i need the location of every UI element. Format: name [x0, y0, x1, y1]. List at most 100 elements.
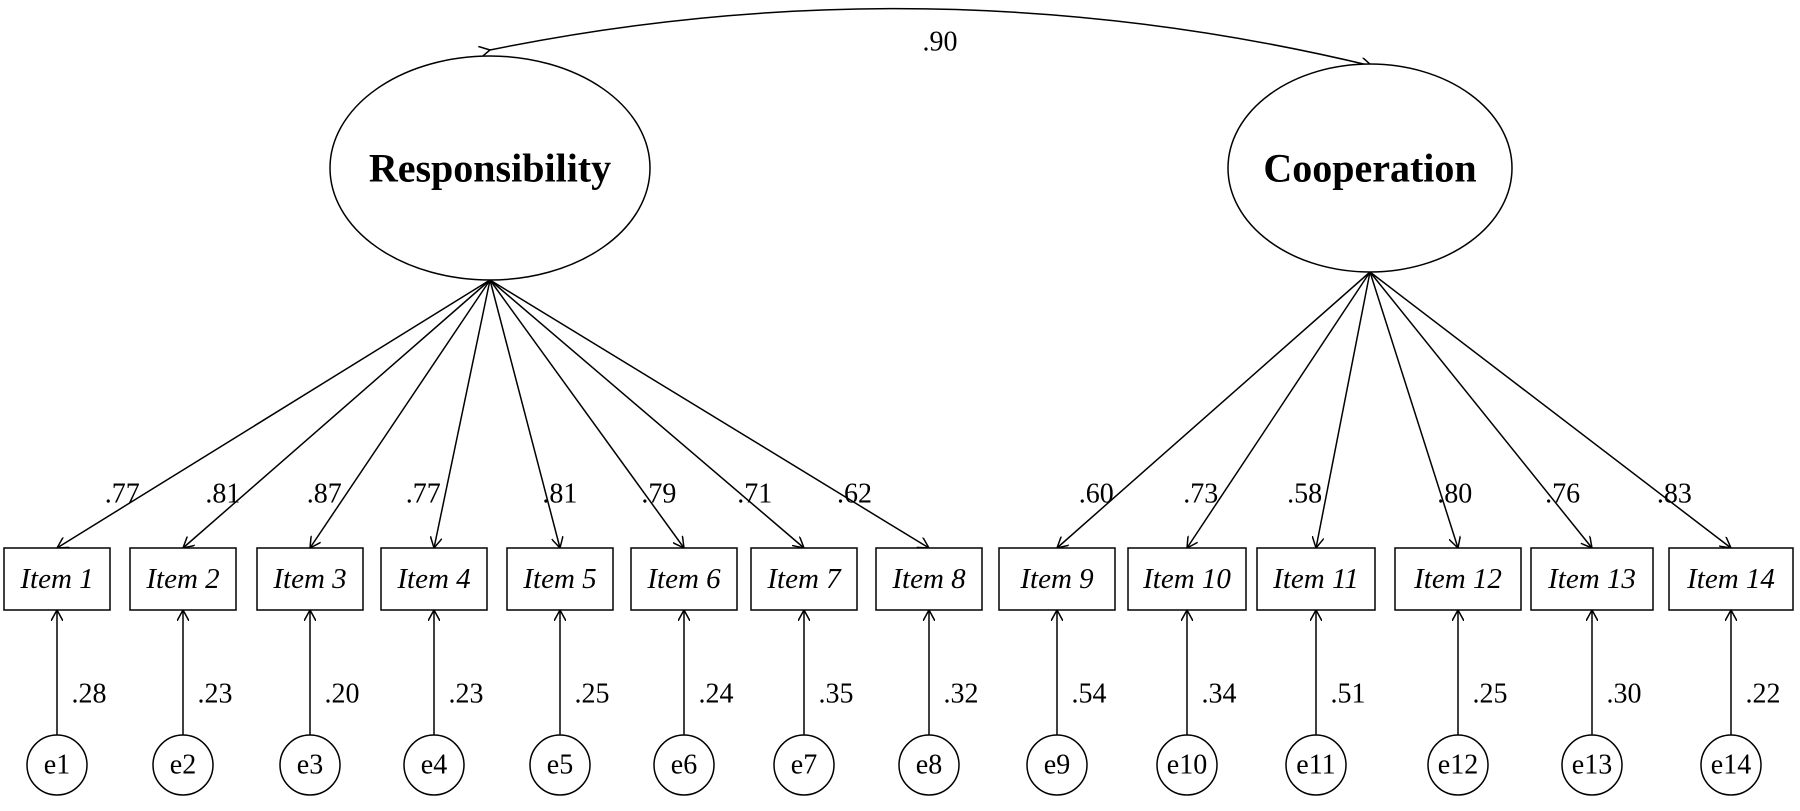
item-5-label: Item 5: [522, 563, 596, 595]
factor-correlation-value: .90: [923, 27, 958, 58]
error-6-circle: [653, 734, 715, 796]
error-8-label: e8: [916, 750, 942, 781]
error-3-circle: [279, 734, 341, 796]
loading-arrow-item-10: [1187, 271, 1371, 548]
factor-correlation-arrow: [490, 7, 1372, 66]
residual-value-item-8: .32: [944, 679, 979, 710]
error-14-label: e14: [1711, 750, 1751, 781]
error-1-circle: [26, 734, 88, 796]
error-8-circle: [898, 734, 960, 796]
error-2-label: e2: [170, 750, 196, 781]
loading-arrow-item-12: [1369, 271, 1458, 548]
item-14-box: [1668, 547, 1794, 611]
error-13-circle: [1561, 734, 1623, 796]
error-10-circle: [1156, 734, 1218, 796]
item-4-box: [380, 547, 488, 611]
loading-arrow-item-11: [1316, 271, 1371, 548]
loading-value-item-3: .87: [307, 479, 342, 510]
residual-value-item-3: .20: [325, 679, 360, 710]
item-7-box: [750, 547, 858, 611]
item-13-box: [1530, 547, 1654, 611]
residual-value-item-11: .51: [1331, 679, 1366, 710]
item-11-box: [1256, 547, 1376, 611]
item-9-box: [998, 547, 1116, 611]
loading-arrow-item-7: [489, 279, 804, 548]
loading-arrow-item-4: [434, 279, 491, 548]
item-3-label: Item 3: [272, 563, 346, 595]
item-11-label: Item 11: [1272, 563, 1359, 595]
item-1-box: [3, 547, 111, 611]
error-13-label: e13: [1572, 750, 1612, 781]
error-7-label: e7: [791, 750, 817, 781]
residual-value-item-7: .35: [819, 679, 854, 710]
item-4-label: Item 4: [396, 563, 470, 595]
residual-value-item-13: .30: [1607, 679, 1642, 710]
loading-arrow-item-3: [310, 279, 491, 548]
error-4-circle: [403, 734, 465, 796]
loading-value-item-8: .62: [837, 479, 872, 510]
error-5-label: e5: [547, 750, 573, 781]
error-11-circle: [1285, 734, 1347, 796]
factor-responsibility-ellipse: [329, 55, 651, 281]
loading-value-item-1: .77: [105, 479, 140, 510]
loading-value-item-14: .83: [1657, 479, 1692, 510]
loading-arrow-item-2: [183, 279, 491, 548]
loading-value-item-12: .80: [1437, 479, 1472, 510]
item-6-box: [630, 547, 738, 611]
residual-value-item-2: .23: [198, 679, 233, 710]
error-7-circle: [773, 734, 835, 796]
residual-value-item-12: .25: [1473, 679, 1508, 710]
loading-arrow-item-6: [489, 279, 684, 548]
error-12-label: e12: [1438, 750, 1478, 781]
residual-value-item-10: .34: [1202, 679, 1237, 710]
item-14-label: Item 14: [1686, 563, 1775, 595]
loading-arrow-item-13: [1369, 271, 1592, 548]
item-3-box: [256, 547, 364, 611]
factor-responsibility-label: Responsibility: [369, 146, 611, 191]
loading-arrow-item-5: [489, 279, 560, 548]
loading-value-item-2: .81: [205, 479, 240, 510]
loading-arrow-item-8: [489, 279, 929, 548]
loading-value-item-7: .71: [737, 479, 772, 510]
error-1-label: e1: [44, 750, 70, 781]
item-10-label: Item 10: [1142, 563, 1231, 595]
item-8-box: [875, 547, 983, 611]
item-5-box: [506, 547, 614, 611]
item-6-label: Item 6: [646, 563, 721, 595]
loading-arrow-item-1: [57, 279, 491, 548]
item-8-label: Item 8: [891, 563, 966, 595]
loading-value-item-6: .79: [641, 479, 676, 510]
loading-value-item-4: .77: [406, 479, 441, 510]
error-4-label: e4: [421, 750, 447, 781]
error-14-circle: [1700, 734, 1762, 796]
item-12-label: Item 12: [1413, 563, 1502, 595]
item-10-box: [1127, 547, 1247, 611]
item-2-box: [129, 547, 237, 611]
error-9-circle: [1026, 734, 1088, 796]
error-9-label: e9: [1044, 750, 1070, 781]
residual-value-item-9: .54: [1072, 679, 1107, 710]
error-3-label: e3: [297, 750, 323, 781]
error-10-label: e10: [1167, 750, 1207, 781]
item-9-label: Item 9: [1019, 563, 1094, 595]
item-7-label: Item 7: [766, 563, 842, 595]
loading-arrow-item-9: [1057, 271, 1371, 548]
residual-value-item-6: .24: [699, 679, 734, 710]
error-11-label: e11: [1296, 750, 1335, 781]
loading-value-item-5: .81: [542, 479, 577, 510]
factor-cooperation-label: Cooperation: [1263, 146, 1476, 191]
item-13-label: Item 13: [1547, 563, 1636, 595]
error-12-circle: [1427, 734, 1489, 796]
loading-arrow-item-14: [1369, 271, 1731, 548]
error-2-circle: [152, 734, 214, 796]
residual-value-item-4: .23: [449, 679, 484, 710]
loading-value-item-10: .73: [1183, 479, 1218, 510]
item-2-label: Item 2: [145, 563, 219, 595]
loading-value-item-13: .76: [1545, 479, 1580, 510]
loading-value-item-9: .60: [1079, 479, 1114, 510]
error-6-label: e6: [671, 750, 697, 781]
residual-value-item-14: .22: [1746, 679, 1781, 710]
item-1-label: Item 1: [19, 563, 93, 595]
item-12-box: [1394, 547, 1522, 611]
factor-cooperation-ellipse: [1227, 63, 1513, 273]
